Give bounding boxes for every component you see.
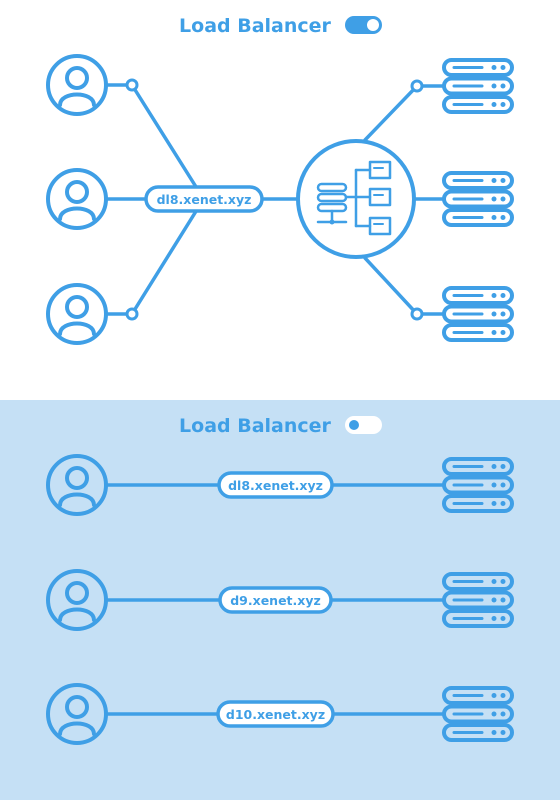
domain-pill — [216, 700, 335, 728]
domain-pill — [217, 471, 334, 499]
junction-dot — [125, 307, 139, 321]
top-connections — [104, 83, 445, 316]
server-rack-icon — [442, 686, 514, 742]
user-icon — [46, 454, 108, 516]
top-title: Load Balancer — [179, 15, 332, 37]
domain-pill — [218, 586, 333, 614]
bottom-toggle-switch[interactable] — [345, 416, 382, 434]
top-domain-pill: dl8.xenet.xyz — [144, 185, 264, 213]
server-rack-icon — [442, 171, 514, 227]
junction-dot — [410, 307, 424, 321]
server-rack-icon — [442, 457, 514, 513]
bottom-row-3: d10.xenet.xyz — [46, 683, 514, 745]
toggle-knob — [367, 19, 379, 31]
server-rack-icon — [442, 286, 514, 342]
junction-dot — [410, 79, 424, 93]
user-icon — [46, 54, 108, 116]
server-rack-icon — [442, 58, 514, 114]
user-icon — [46, 168, 108, 230]
bottom-title: Load Balancer — [179, 415, 332, 437]
bottom-row-2: d9.xenet.xyz — [46, 569, 514, 631]
domain-label: d9.xenet.xyz — [230, 593, 321, 608]
user-icon — [46, 683, 108, 745]
junction-dot — [125, 78, 139, 92]
load-balancer-icon — [296, 139, 416, 259]
domain-label: dl8.xenet.xyz — [228, 478, 323, 493]
domain-label: d10.xenet.xyz — [226, 707, 325, 722]
server-rack-icon — [442, 572, 514, 628]
bottom-row-1: dl8.xenet.xyz — [46, 454, 514, 516]
top-toggle-switch[interactable] — [345, 16, 382, 34]
user-icon — [46, 283, 108, 345]
top-junction-dots — [125, 78, 424, 321]
domain-label: dl8.xenet.xyz — [157, 192, 252, 207]
toggle-knob — [349, 420, 359, 430]
user-icon — [46, 569, 108, 631]
